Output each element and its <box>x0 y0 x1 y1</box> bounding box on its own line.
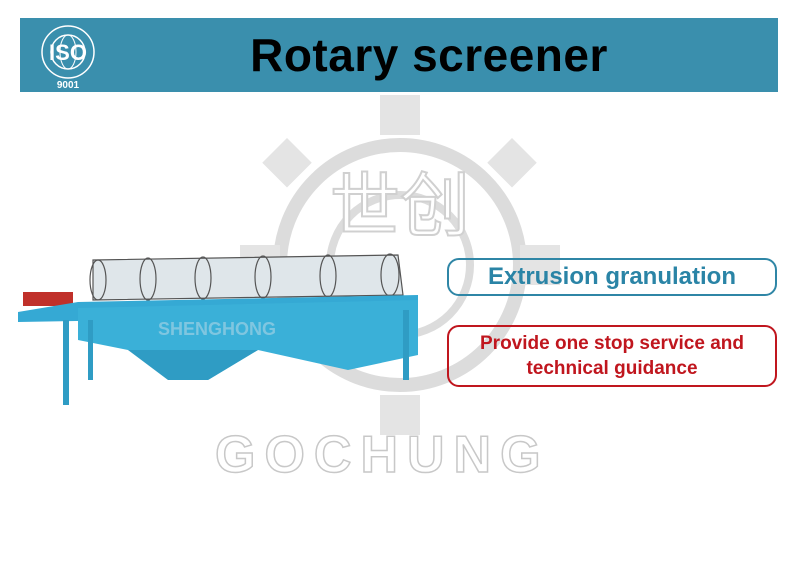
feature-service-guidance: Provide one stop service and technical g… <box>447 325 777 387</box>
chinese-watermark-text: 世创 <box>330 165 470 247</box>
gear-watermark: 世创 <box>240 95 560 435</box>
page-title: Rotary screener <box>250 29 608 81</box>
feature-service-line2: technical guidance <box>526 358 698 379</box>
svg-text:ISO: ISO <box>49 40 87 65</box>
svg-text:9001: 9001 <box>57 80 80 90</box>
machine-brand-label: SHENGHONG <box>158 319 276 339</box>
feature-extrusion-granulation: Extrusion granulation <box>447 258 777 296</box>
rotary-screener-machine-image: SHENGHONG <box>18 253 418 405</box>
title-banner: ISO 9001 Rotary screener <box>20 18 778 92</box>
feature-service-line1: Provide one stop service and <box>480 333 744 354</box>
brand-watermark-text: GOCHUNG <box>214 425 550 485</box>
iso-9001-logo: ISO 9001 <box>41 25 95 90</box>
